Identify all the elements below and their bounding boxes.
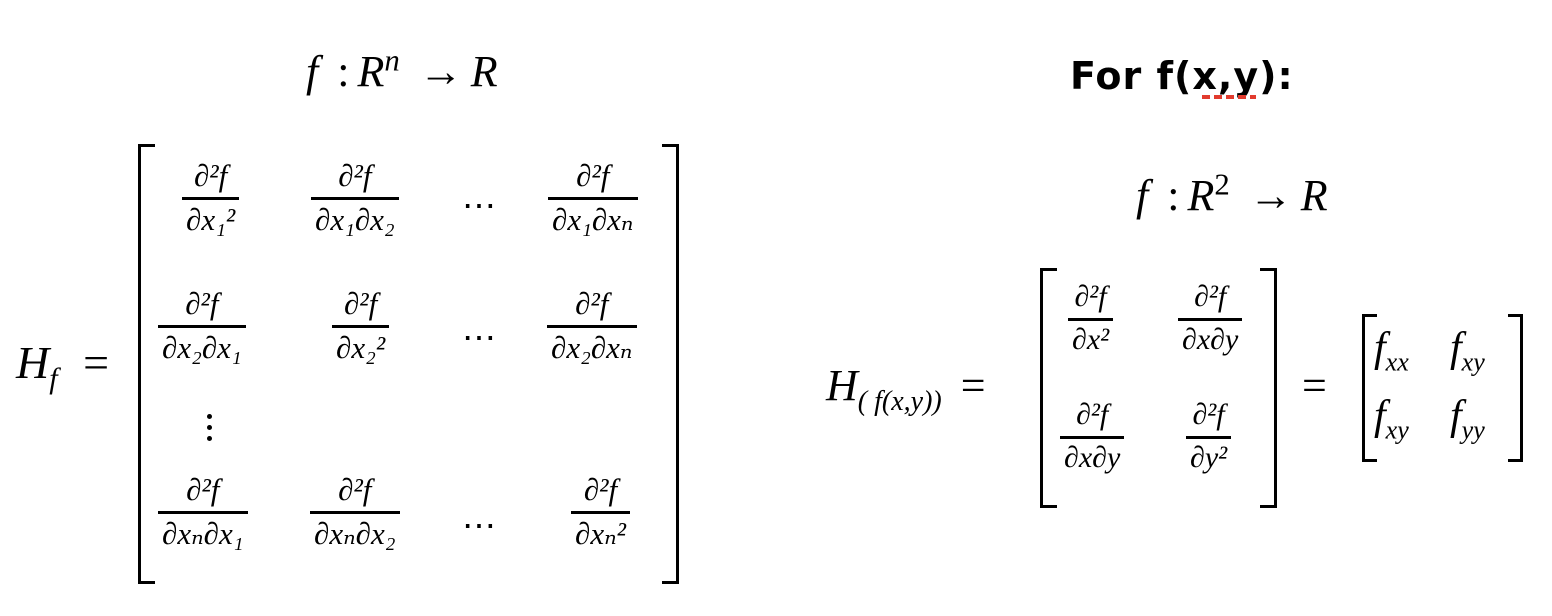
hessian-subscript: f — [49, 362, 58, 396]
horizontal-ellipsis: ⋯ — [462, 188, 498, 225]
short-base: f — [1374, 393, 1386, 439]
matrix-cell: ∂²f ∂x₂∂xₙ — [547, 288, 637, 363]
short-base: f — [1374, 325, 1386, 371]
left-bracket — [138, 144, 155, 584]
cell-denominator: ∂x₁∂x₂ — [315, 202, 395, 237]
cell-numerator: ∂²f — [583, 472, 618, 507]
cell-numerator: ∂²f — [343, 286, 378, 321]
cell-denominator: ∂y² — [1190, 441, 1228, 474]
horizontal-ellipsis: ⋯ — [462, 320, 498, 357]
vertical-ellipsis — [207, 414, 213, 447]
fraction-bar — [1186, 436, 1232, 439]
short-base: f — [1450, 325, 1462, 371]
cell-numerator: ∂²f — [1074, 280, 1107, 313]
matrix-cell: ∂²f ∂x₂∂x₁ — [158, 288, 246, 363]
short-subscript: yy — [1461, 415, 1485, 445]
equals-sign: = — [960, 361, 986, 410]
matrix-cell: ∂²f ∂xₙ∂x₂ — [310, 474, 400, 549]
mapping-f: f — [1136, 171, 1149, 220]
fraction-bar — [1178, 318, 1243, 321]
fraction-bar — [332, 325, 390, 328]
fraction-bar — [311, 197, 399, 200]
matrix-cell: ∂²f ∂y² — [1186, 398, 1232, 474]
short-cell: fyy — [1450, 392, 1485, 443]
matrix-cell: ∂²f ∂x₁∂xₙ — [548, 160, 638, 235]
short-subscript: xy — [1385, 415, 1409, 445]
cell-numerator: ∂²f — [186, 472, 220, 507]
mapping-colon: : — [1167, 171, 1180, 220]
short-subscript: xx — [1385, 347, 1409, 377]
matrix-cell: ∂²f ∂x₂² — [332, 286, 390, 365]
equals-sign: = — [83, 337, 110, 388]
cell-numerator: ∂²f — [576, 158, 610, 193]
hessian-xy-lhs: H( f(x,y)) = — [826, 360, 986, 415]
mapping-exponent: 2 — [1214, 167, 1230, 202]
mapping-f: f — [306, 47, 319, 96]
short-cell: fxy — [1374, 392, 1409, 443]
mapping-codomain: R — [470, 47, 498, 96]
mapping-arrow: → — [1248, 171, 1293, 220]
cell-numerator: ∂²f — [1076, 398, 1109, 431]
fraction-bar — [1068, 318, 1114, 321]
mapping-r2-to-r: f :R2 →R — [1136, 167, 1328, 221]
cell-numerator: ∂²f — [338, 472, 372, 507]
matrix-cell: ∂²f ∂x₁² — [182, 158, 240, 237]
hessian-symbol: H — [826, 361, 858, 410]
cell-numerator: ∂²f — [193, 158, 228, 193]
cell-denominator: ∂x₁² — [186, 202, 236, 237]
cell-denominator: ∂x∂y — [1182, 323, 1239, 356]
right-bracket — [662, 144, 679, 584]
cell-numerator: ∂²f — [1194, 280, 1227, 313]
fraction-bar — [158, 325, 246, 328]
right-bracket-short — [1508, 314, 1523, 462]
cell-numerator: ∂²f — [575, 286, 609, 321]
mapping-arrow: → — [418, 47, 463, 96]
short-subscript: xy — [1461, 347, 1485, 377]
cell-denominator: ∂x∂y — [1064, 441, 1121, 474]
short-base: f — [1450, 393, 1462, 439]
spellcheck-underline — [1202, 95, 1256, 99]
hessian-lhs: Hf = — [16, 336, 110, 394]
cell-denominator: ∂x₁∂xₙ — [552, 202, 634, 237]
right-bracket — [1260, 268, 1277, 508]
fraction-bar — [182, 197, 240, 200]
fraction-bar — [571, 511, 630, 514]
cell-numerator: ∂²f — [1192, 398, 1225, 431]
cell-denominator: ∂xₙ² — [575, 516, 626, 551]
caption-for-f-xy: For f(x,y): — [1070, 54, 1294, 98]
hessian-symbol: H — [16, 337, 50, 388]
cell-numerator: ∂²f — [338, 158, 372, 193]
horizontal-ellipsis: ⋯ — [462, 508, 498, 545]
matrix-cell: ∂²f ∂x∂y — [1178, 280, 1243, 356]
short-cell: fxy — [1450, 324, 1485, 375]
fraction-bar — [310, 511, 400, 514]
cell-denominator: ∂x₂∂xₙ — [551, 330, 633, 365]
left-bracket-short — [1362, 314, 1377, 462]
cell-denominator: ∂xₙ∂x₁ — [162, 516, 244, 551]
mapping-exponent: n — [384, 43, 400, 78]
matrix-cell: ∂²f ∂x² — [1068, 280, 1114, 356]
hessian-subscript: ( f(x,y)) — [857, 385, 942, 417]
equals-sign-2: = — [1302, 361, 1327, 410]
mapping-codomain: R — [1300, 171, 1328, 220]
matrix-cell: ∂²f ∂x∂y — [1060, 398, 1125, 474]
cell-denominator: ∂x₂∂x₁ — [162, 330, 242, 365]
mapping-rn-to-r: f :Rn →R — [306, 43, 498, 97]
matrix-cell: ∂²f ∂xₙ∂x₁ — [158, 474, 248, 549]
cell-denominator: ∂xₙ∂x₂ — [314, 516, 396, 551]
mapping-colon: : — [337, 47, 350, 96]
fraction-bar — [547, 325, 637, 328]
matrix-cell: ∂²f ∂x₁∂x₂ — [311, 160, 399, 235]
mapping-domain: R — [1187, 171, 1215, 220]
short-cell: fxx — [1374, 324, 1409, 375]
cell-numerator: ∂²f — [185, 286, 219, 321]
mapping-domain: R — [357, 47, 385, 96]
cell-denominator: ∂x₂² — [336, 330, 386, 365]
fraction-bar — [158, 511, 248, 514]
fraction-bar — [548, 197, 638, 200]
fraction-bar — [1060, 436, 1125, 439]
matrix-cell: ∂²f ∂xₙ² — [571, 474, 630, 549]
left-bracket — [1040, 268, 1057, 508]
cell-denominator: ∂x² — [1072, 323, 1110, 356]
